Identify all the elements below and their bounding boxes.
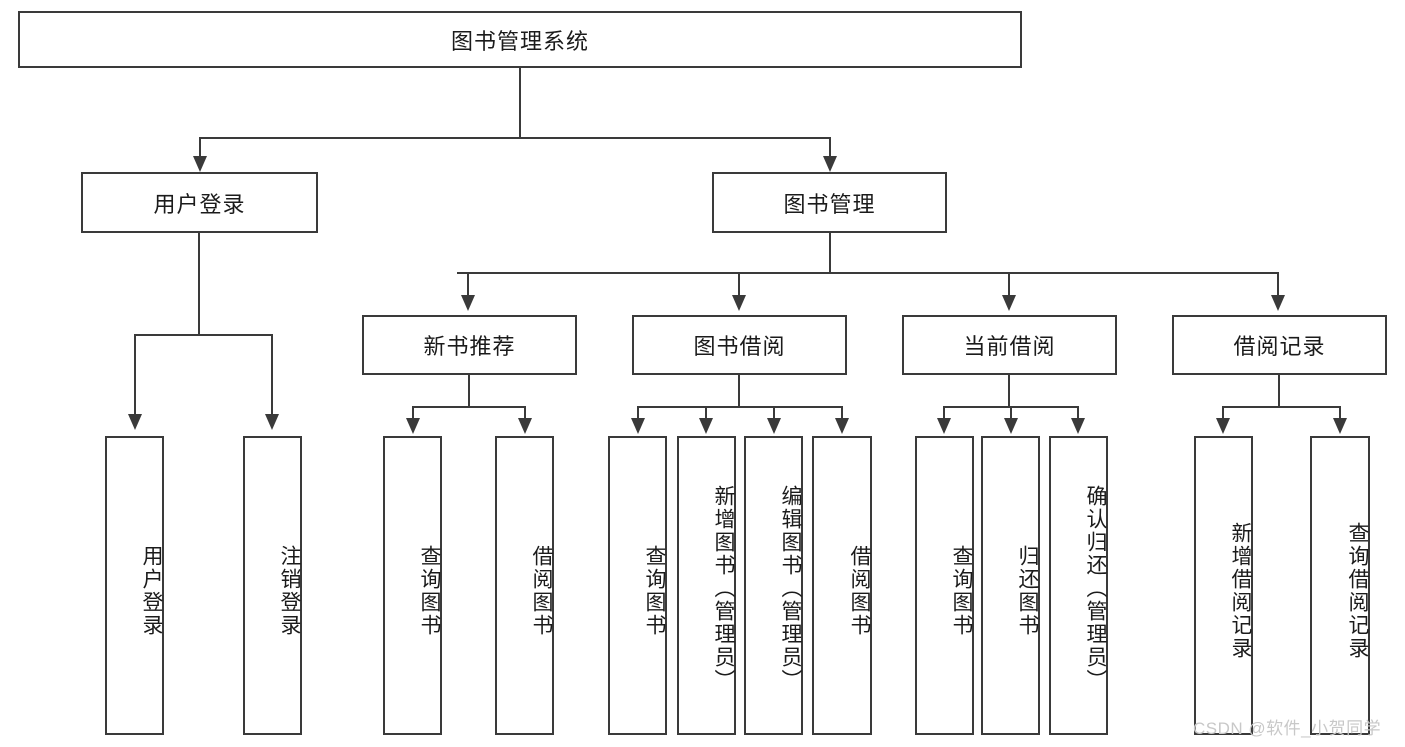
edge-book-borrow-child-1 bbox=[637, 406, 639, 420]
node-label: 图书管理 bbox=[783, 191, 876, 217]
node-label: 查询图书 bbox=[643, 544, 666, 637]
arrow-new-book-child-2 bbox=[518, 418, 532, 434]
edge-current-borrow-stem bbox=[1008, 375, 1010, 407]
node-leaf-borrow-book-1[interactable]: 借阅图书 bbox=[495, 436, 554, 735]
node-book-borrow[interactable]: 图书借阅 bbox=[632, 315, 847, 375]
edge-new-book-child-1 bbox=[412, 406, 414, 420]
edge-borrow-record-bus bbox=[1222, 406, 1340, 408]
edge-borrow-record-child-1 bbox=[1222, 406, 1224, 420]
edge-to-user-login bbox=[199, 137, 201, 158]
edge-to-current-borrow bbox=[1008, 272, 1010, 297]
edge-book-management-bus bbox=[457, 272, 1279, 274]
edge-current-borrow-child-1 bbox=[943, 406, 945, 420]
arrow-to-borrow-record bbox=[1271, 295, 1285, 311]
node-label: 借阅图书 bbox=[848, 544, 871, 637]
edge-current-borrow-child-3 bbox=[1077, 406, 1079, 420]
node-label: 确认归还（管理员） bbox=[1084, 485, 1107, 692]
edge-to-new-book-recommend bbox=[467, 272, 469, 297]
edge-user-login-child-1 bbox=[134, 334, 136, 416]
arrow-to-current-borrow bbox=[1002, 295, 1016, 311]
node-label: 借阅图书 bbox=[530, 544, 553, 637]
edge-book-borrow-child-4 bbox=[841, 406, 843, 420]
arrow-new-book-child-1 bbox=[406, 418, 420, 434]
edge-borrow-record-stem bbox=[1278, 375, 1280, 407]
edge-root-bus bbox=[199, 137, 831, 139]
node-leaf-edit-book[interactable]: 编辑图书（管理员） bbox=[744, 436, 803, 735]
node-leaf-query-record[interactable]: 查询借阅记录 bbox=[1310, 436, 1370, 735]
edge-user-login-bus bbox=[134, 334, 272, 336]
node-current-borrow[interactable]: 当前借阅 bbox=[902, 315, 1117, 375]
node-leaf-return-book[interactable]: 归还图书 bbox=[981, 436, 1040, 735]
edge-to-borrow-record bbox=[1277, 272, 1279, 297]
node-label: 归还图书 bbox=[1016, 544, 1039, 637]
edge-new-book-bus bbox=[412, 406, 525, 408]
edge-book-borrow-child-2 bbox=[705, 406, 707, 420]
edge-book-borrow-child-3 bbox=[773, 406, 775, 420]
node-book-management[interactable]: 图书管理 bbox=[712, 172, 947, 233]
arrow-book-borrow-child-4 bbox=[835, 418, 849, 434]
node-leaf-borrow-book-2[interactable]: 借阅图书 bbox=[812, 436, 872, 735]
node-label: 用户登录 bbox=[140, 544, 163, 637]
arrow-borrow-record-child-2 bbox=[1333, 418, 1347, 434]
edge-book-borrow-bus bbox=[637, 406, 843, 408]
arrow-current-borrow-child-3 bbox=[1071, 418, 1085, 434]
arrow-borrow-record-child-1 bbox=[1216, 418, 1230, 434]
node-label: 新书推荐 bbox=[423, 334, 516, 359]
arrow-user-login-child-1 bbox=[128, 414, 142, 430]
edge-to-book-borrow bbox=[738, 272, 740, 297]
edge-new-book-stem bbox=[468, 375, 470, 407]
node-borrow-record[interactable]: 借阅记录 bbox=[1172, 315, 1387, 375]
edge-book-borrow-stem bbox=[738, 375, 740, 407]
arrow-to-new-book-recommend bbox=[461, 295, 475, 311]
node-user-login[interactable]: 用户登录 bbox=[81, 172, 318, 233]
node-label: 新增图书（管理员） bbox=[712, 485, 735, 692]
csdn-watermark: CSDN @软件_小贺同学 bbox=[1193, 719, 1382, 738]
node-leaf-add-book[interactable]: 新增图书（管理员） bbox=[677, 436, 736, 735]
node-label: 注销登录 bbox=[278, 544, 301, 637]
node-leaf-query-book-2[interactable]: 查询图书 bbox=[608, 436, 667, 735]
node-label: 图书管理系统 bbox=[450, 28, 589, 54]
arrow-user-login-child-2 bbox=[265, 414, 279, 430]
arrow-current-borrow-child-2 bbox=[1004, 418, 1018, 434]
arrow-to-book-management bbox=[823, 156, 837, 172]
node-label: 图书借阅 bbox=[693, 334, 786, 359]
node-leaf-query-book-1[interactable]: 查询图书 bbox=[383, 436, 442, 735]
node-leaf-add-record[interactable]: 新增借阅记录 bbox=[1194, 436, 1253, 735]
node-leaf-query-book-3[interactable]: 查询图书 bbox=[915, 436, 974, 735]
edge-new-book-child-2 bbox=[524, 406, 526, 420]
arrow-book-borrow-child-2 bbox=[699, 418, 713, 434]
edge-current-borrow-child-2 bbox=[1010, 406, 1012, 420]
edge-user-login-stem bbox=[198, 233, 200, 335]
edge-root-stem bbox=[519, 68, 521, 138]
node-leaf-user-logout[interactable]: 注销登录 bbox=[243, 436, 302, 735]
arrow-book-borrow-child-3 bbox=[767, 418, 781, 434]
arrow-to-book-borrow bbox=[732, 295, 746, 311]
node-leaf-user-login[interactable]: 用户登录 bbox=[105, 436, 164, 735]
arrow-current-borrow-child-1 bbox=[937, 418, 951, 434]
node-label: 当前借阅 bbox=[963, 334, 1056, 359]
node-label: 新增借阅记录 bbox=[1229, 521, 1252, 660]
arrow-book-borrow-child-1 bbox=[631, 418, 645, 434]
node-new-book-recommend[interactable]: 新书推荐 bbox=[362, 315, 577, 375]
edge-borrow-record-child-2 bbox=[1339, 406, 1341, 420]
edge-book-management-stem bbox=[829, 233, 831, 273]
node-leaf-confirm-return[interactable]: 确认归还（管理员） bbox=[1049, 436, 1108, 735]
node-label: 借阅记录 bbox=[1233, 334, 1326, 359]
node-label: 查询借阅记录 bbox=[1346, 521, 1369, 660]
node-label: 编辑图书（管理员） bbox=[779, 485, 802, 692]
edge-user-login-child-2 bbox=[271, 334, 273, 416]
node-label: 查询图书 bbox=[950, 544, 973, 637]
node-label: 查询图书 bbox=[418, 544, 441, 637]
node-label: 用户登录 bbox=[153, 191, 246, 217]
node-root-system[interactable]: 图书管理系统 bbox=[18, 11, 1022, 68]
edge-to-book-management bbox=[829, 137, 831, 158]
arrow-to-user-login bbox=[193, 156, 207, 172]
